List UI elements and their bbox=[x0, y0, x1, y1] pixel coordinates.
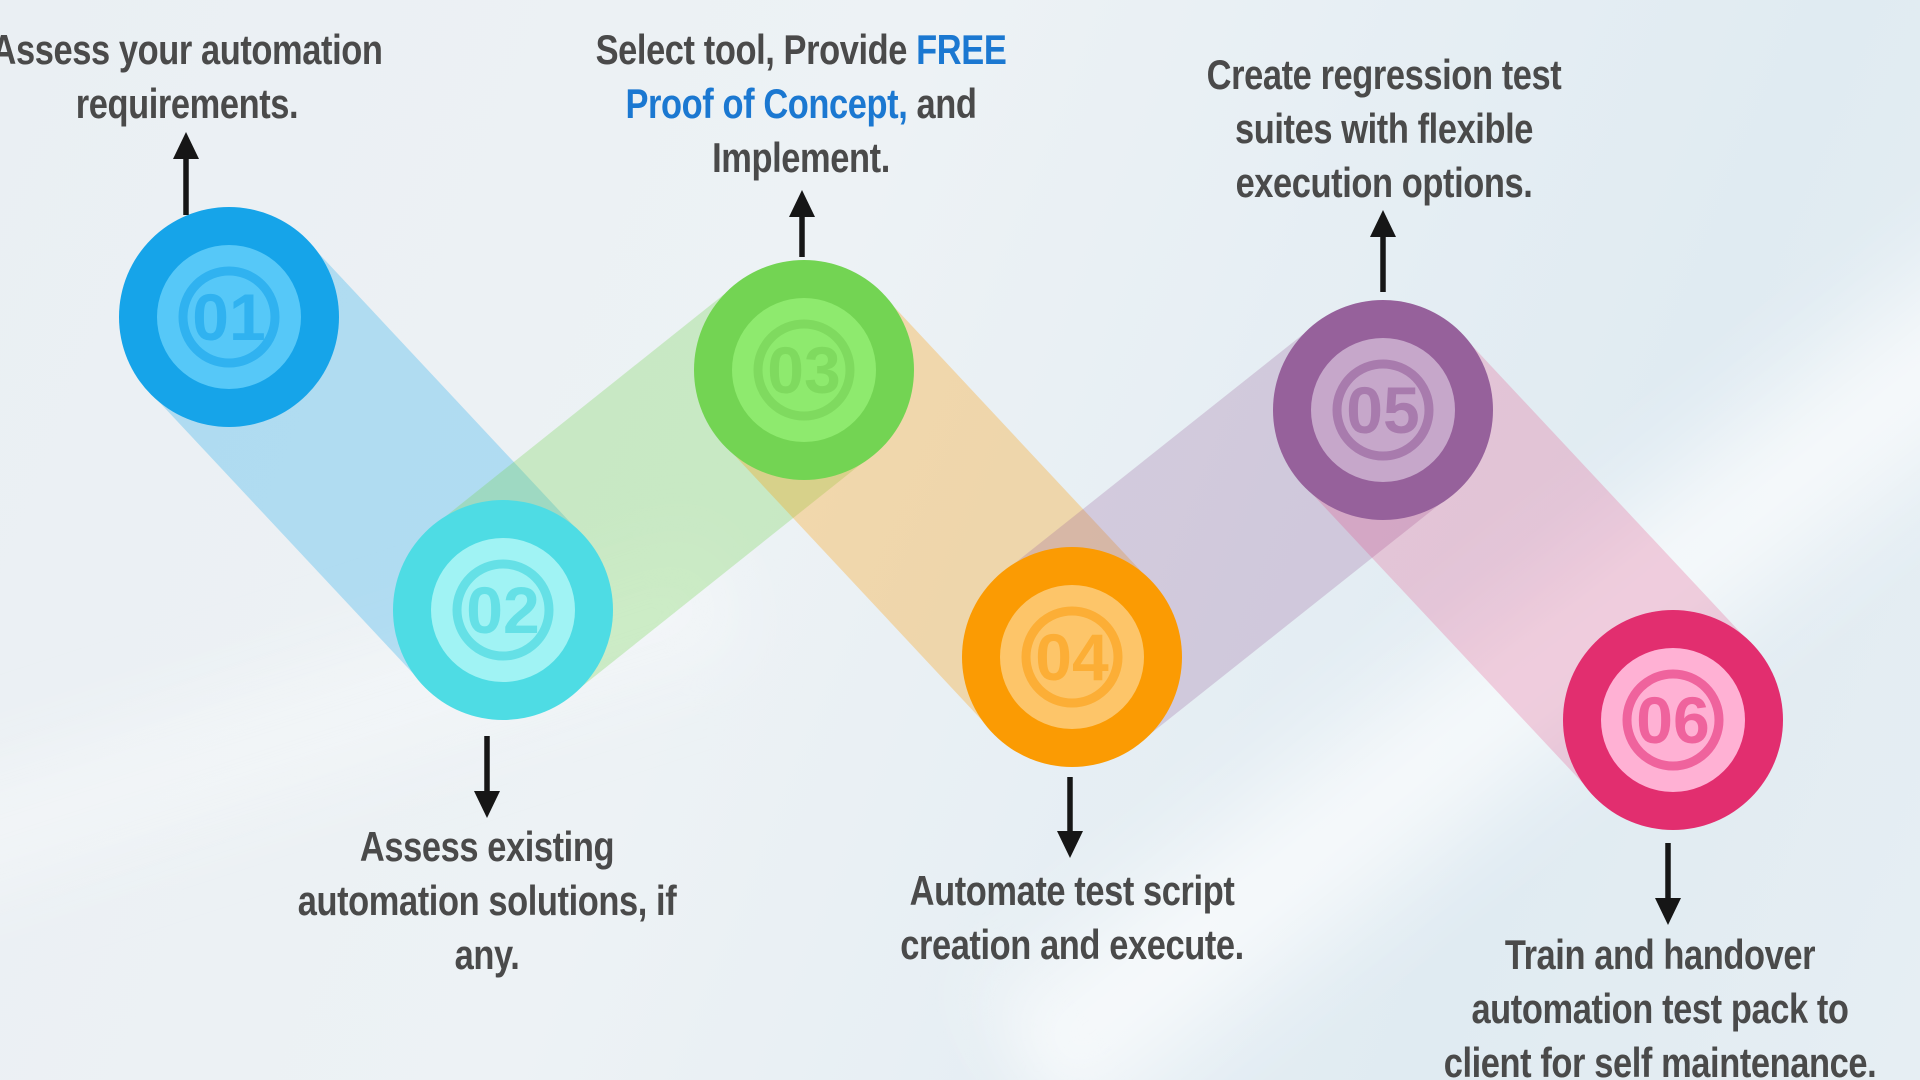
caption-text-highlight: Proof of Concept, bbox=[625, 80, 908, 127]
step-06-node: 06 bbox=[1563, 610, 1783, 830]
arrow-06-head-down-icon bbox=[1655, 898, 1681, 925]
caption-line: automation test pack to bbox=[1471, 985, 1849, 1032]
caption-text-highlight: FREE bbox=[916, 26, 1007, 73]
arrow-step-06 bbox=[1655, 843, 1681, 925]
caption-line: execution options. bbox=[1235, 159, 1533, 206]
step-03-number: 03 bbox=[767, 333, 840, 407]
step-03-inner-disc bbox=[732, 298, 876, 442]
arrow-01-head-up-icon bbox=[173, 132, 199, 159]
arrow-04-head-down-icon bbox=[1057, 831, 1083, 858]
arrow-03-head-up-icon bbox=[789, 190, 815, 217]
caption-line: automation solutions, if bbox=[297, 877, 677, 924]
step-06-inner-disc bbox=[1601, 648, 1745, 792]
step-04-number: 04 bbox=[1035, 620, 1109, 694]
step-04-caption: Automate test script creation and execut… bbox=[900, 864, 1244, 972]
step-06-ring bbox=[1622, 669, 1724, 771]
step-01-caption: Assess your automation requirements. bbox=[0, 23, 383, 131]
step-04-ring bbox=[1021, 606, 1123, 708]
caption-line: Select tool, Provide FREE bbox=[596, 23, 1007, 77]
caption-line: Create regression test bbox=[1206, 51, 1562, 98]
step-05-node: 05 bbox=[1273, 300, 1493, 520]
arrow-step-04 bbox=[1057, 777, 1083, 858]
step-01-ring bbox=[178, 266, 280, 368]
arrow-05-head-up-icon bbox=[1370, 210, 1396, 237]
arrow-02-head-down-icon bbox=[474, 791, 500, 818]
step-01-node: 01 bbox=[119, 207, 339, 427]
arrow-step-03 bbox=[789, 190, 815, 257]
caption-line: Assess your automation bbox=[0, 26, 383, 73]
caption-line: Assess existing bbox=[359, 823, 615, 870]
caption-line: client for self maintenance. bbox=[1443, 1039, 1877, 1080]
step-04-node: 04 bbox=[962, 547, 1182, 767]
step-06-number: 06 bbox=[1636, 683, 1709, 757]
step-02-ring bbox=[452, 559, 554, 661]
step-03-caption: Select tool, Provide FREE Proof of Conce… bbox=[596, 23, 1007, 185]
caption-text-gray: Select tool, Provide bbox=[595, 26, 917, 73]
arrow-step-02 bbox=[474, 736, 500, 818]
caption-line: any. bbox=[454, 931, 520, 978]
caption-line: creation and execute. bbox=[900, 921, 1244, 968]
step-02-inner-disc bbox=[431, 538, 575, 682]
step-01-inner-disc bbox=[157, 245, 301, 389]
step-05-ring bbox=[1332, 359, 1434, 461]
caption-line: Implement. bbox=[712, 134, 890, 181]
step-05-caption: Create regression test suites with flexi… bbox=[1207, 48, 1562, 210]
caption-line: suites with flexible bbox=[1234, 105, 1534, 152]
arrow-step-01 bbox=[173, 132, 199, 215]
step-06-caption: Train and handover automation test pack … bbox=[1444, 928, 1877, 1080]
step-02-node: 02 bbox=[393, 500, 613, 720]
step-04-inner-disc bbox=[1000, 585, 1144, 729]
caption-line: Proof of Concept, and bbox=[596, 77, 1007, 131]
step-03-node: 03 bbox=[694, 260, 914, 480]
arrow-step-05 bbox=[1370, 210, 1396, 292]
caption-line: Train and handover bbox=[1504, 931, 1816, 978]
step-05-inner-disc bbox=[1311, 338, 1455, 482]
step-01-number: 01 bbox=[192, 280, 265, 354]
caption-line: requirements. bbox=[75, 80, 299, 127]
step-02-number: 02 bbox=[466, 573, 539, 647]
caption-line: Automate test script bbox=[909, 867, 1235, 914]
step-02-caption: Assess existing automation solutions, if… bbox=[298, 820, 677, 982]
step-03-ring bbox=[753, 319, 855, 421]
caption-text-gray: and bbox=[907, 80, 977, 127]
step-05-number: 05 bbox=[1346, 373, 1419, 447]
